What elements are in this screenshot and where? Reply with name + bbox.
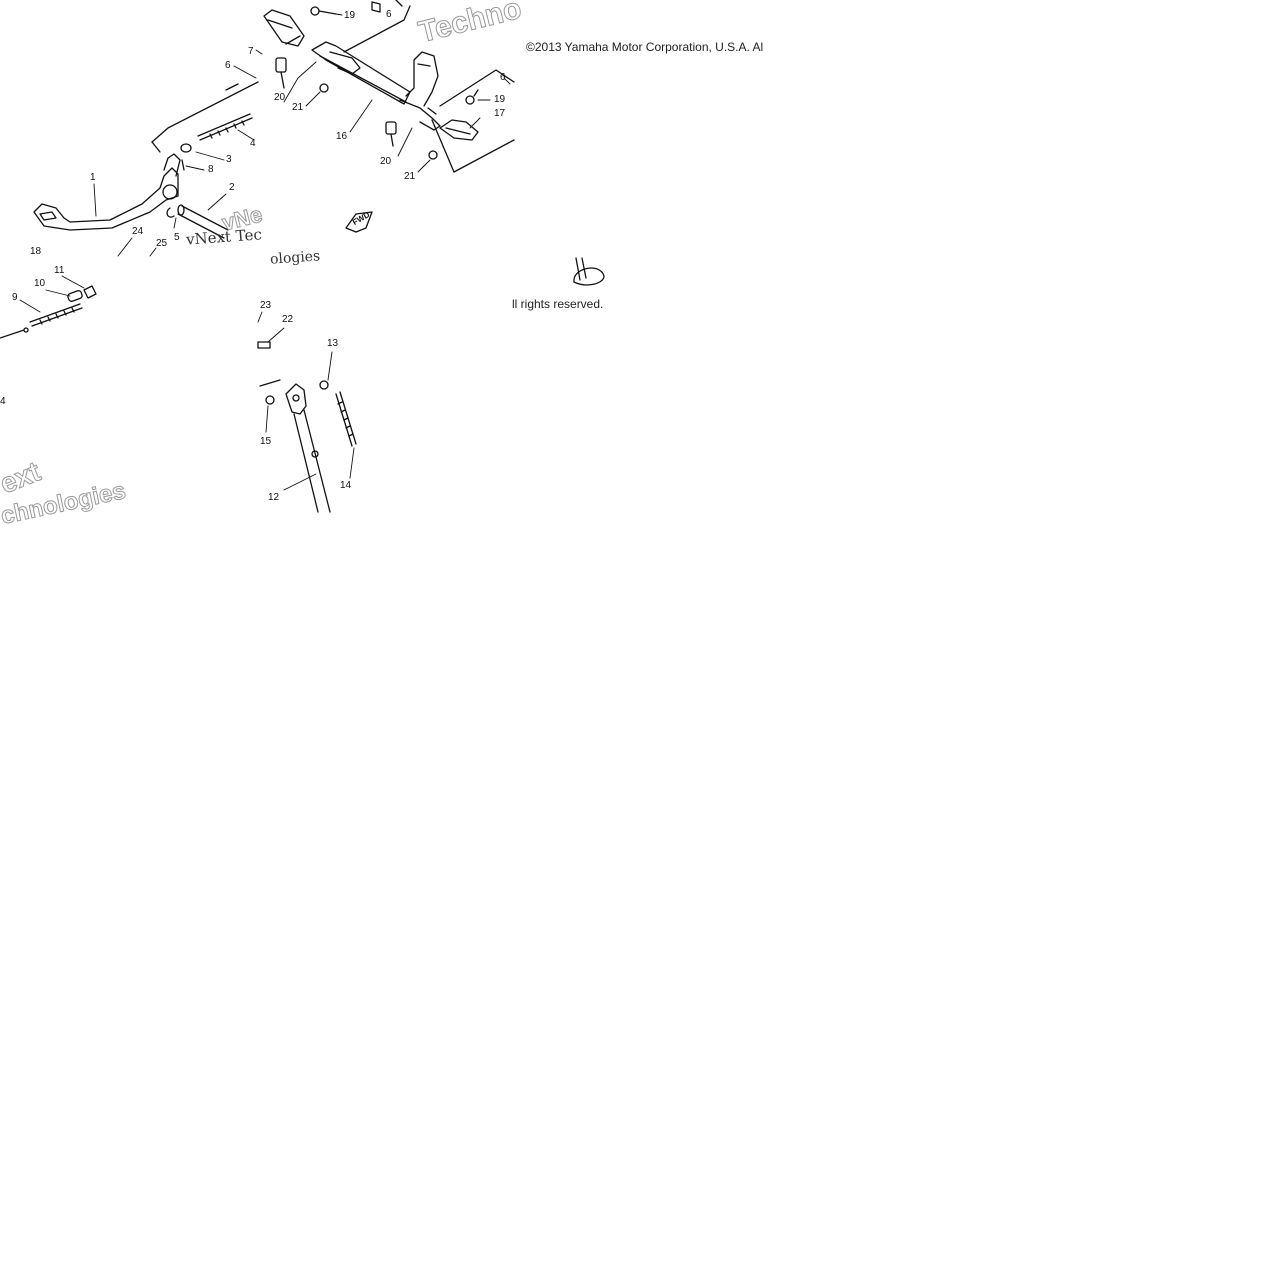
- part-label-13: 13: [327, 338, 339, 349]
- bolt-22: [257, 341, 271, 349]
- footrest-left: [263, 9, 305, 47]
- part-label-19-top: 19: [344, 10, 356, 21]
- part-label-6-right: 6: [500, 72, 506, 83]
- part-label-17: 17: [494, 108, 506, 119]
- spring-9: [29, 303, 83, 327]
- cap-11: [83, 285, 97, 299]
- part-label-10: 10: [34, 278, 46, 289]
- collar-15: [265, 395, 275, 405]
- part-label-1: 1: [90, 172, 96, 183]
- washer-3: [180, 143, 192, 153]
- part-label-21-left: 21: [292, 102, 304, 113]
- part-label-21-right: 21: [404, 171, 416, 182]
- part-label-18: 18: [30, 246, 42, 257]
- copyright-line-2: ll rights reserved.: [512, 297, 604, 311]
- bolt-13: [319, 380, 329, 390]
- brake-pedal: [33, 153, 181, 231]
- part-label-12: 12: [268, 492, 280, 503]
- part-label-5: 5: [174, 232, 180, 243]
- nut-21-left: [319, 83, 329, 93]
- sidestand-spring: [335, 391, 357, 447]
- pin-10: [67, 290, 83, 302]
- rod-lower-left: [0, 329, 25, 339]
- part-label-8: 8: [208, 164, 214, 175]
- part-label-6-top: 6: [386, 9, 392, 20]
- part-label-20-left: 20: [274, 92, 286, 103]
- pivot-shaft: [177, 204, 229, 239]
- bracket-line-right: [439, 69, 515, 107]
- nut-21-right: [428, 150, 438, 160]
- clip-5: [166, 207, 175, 218]
- bracket-line-top: [343, 5, 411, 53]
- part-label-19-right: 19: [494, 94, 506, 105]
- part-label-24: 24: [132, 226, 144, 237]
- part-label-25: 25: [156, 238, 168, 249]
- part-label-4-lower: 4: [0, 396, 6, 407]
- part-label-3: 3: [226, 154, 232, 165]
- leader-6-top: [395, 0, 403, 7]
- part-label-23: 23: [260, 300, 272, 311]
- bracket-line-vertical: [431, 119, 455, 173]
- part-label-6: 6: [225, 60, 231, 71]
- bracket-line-bottom: [453, 139, 515, 173]
- cotter-pin-8: [181, 159, 185, 171]
- sidestand-foot: [573, 257, 605, 286]
- leader-lines: [19, 13, 511, 491]
- fwd-arrow-sign: [345, 211, 373, 233]
- bolt-19-top: [310, 6, 337, 16]
- brake-rod: [151, 81, 259, 153]
- bolt-20-right: [385, 121, 397, 147]
- bolt-19-right: [465, 89, 479, 105]
- sidestand: [259, 379, 331, 513]
- part-label-9: 9: [12, 292, 18, 303]
- bolt-top: [371, 1, 381, 13]
- part-label-15: 15: [260, 436, 272, 447]
- part-label-16: 16: [336, 131, 348, 142]
- nut-lower-left: [23, 327, 29, 333]
- bolt-20-left: [275, 57, 287, 89]
- copyright-line-1: ©2013 Yamaha Motor Corporation, U.S.A. A…: [526, 40, 764, 54]
- footrest-right: [439, 119, 479, 141]
- pin-14: [311, 450, 319, 458]
- part-label-20-right: 20: [380, 156, 392, 167]
- part-label-22: 22: [282, 314, 294, 325]
- part-label-14: 14: [340, 480, 352, 491]
- part-label-4: 4: [250, 138, 256, 149]
- part-label-2: 2: [229, 182, 235, 193]
- return-spring: [197, 113, 253, 141]
- part-label-11: 11: [54, 265, 65, 276]
- part-label-7: 7: [248, 46, 254, 57]
- footrest-bar: [311, 41, 441, 131]
